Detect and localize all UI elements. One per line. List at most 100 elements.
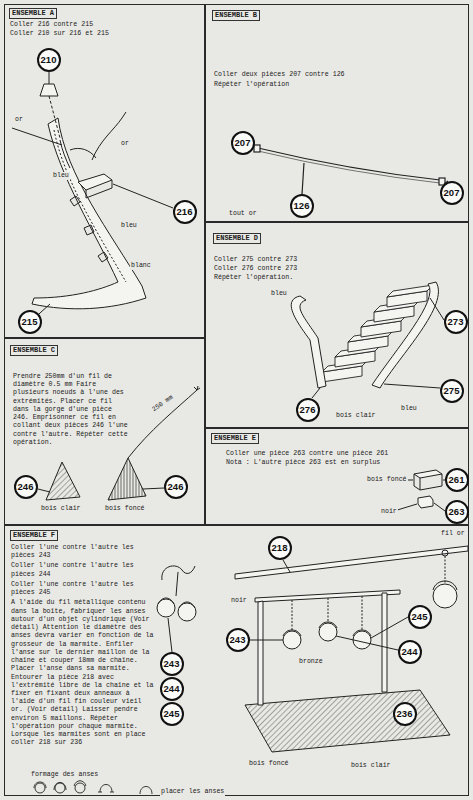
callout-number: 245: [164, 709, 180, 719]
panel-heading: ENSEMBLE C: [10, 345, 58, 356]
callout-circle: 236: [393, 702, 417, 726]
callout-circle: 243: [160, 652, 184, 676]
part-210-drawing: [92, 112, 126, 160]
color-note: 250 mm: [150, 393, 176, 414]
leader-line: [371, 617, 408, 638]
callout-circle: 273: [444, 310, 468, 334]
part-210-drawing: [40, 84, 58, 96]
part-263-drawing: [418, 496, 433, 508]
handle-forming-drawing: [75, 783, 85, 793]
instruction-text: Nota : L'autre pièce 263 est en surplus: [226, 459, 456, 467]
pot: [319, 623, 337, 641]
assembly-panel: ENSEMBLE DColler 275 contre 273Coller 27…: [205, 222, 469, 428]
callout-circle: 246: [164, 475, 188, 499]
callout-number: 246: [18, 482, 34, 492]
color-note: fil or: [440, 530, 466, 538]
callout-number: 245: [412, 612, 428, 622]
instruction-text: Coller deux pièces 207 contre 126: [214, 71, 464, 79]
assembly-panel: ENSEMBLE F Coller l'une contre l'autre le…: [4, 525, 469, 796]
part-276-drawing: [291, 296, 326, 388]
assembly-panel: ENSEMBLE AColler 216 contre 215Coller 21…: [4, 4, 205, 338]
panel-heading: ENSEMBLE F: [10, 530, 58, 541]
part-218-drawing: [433, 581, 457, 590]
panel-heading: ENSEMBLE E: [211, 433, 259, 444]
hanging-bar: [255, 590, 400, 602]
leader-line: [302, 163, 304, 194]
color-note: placer les anses: [160, 788, 225, 796]
panel-heading: ENSEMBLE D: [213, 233, 261, 244]
part-126-drawing: [254, 145, 448, 194]
callout-number: 236: [397, 709, 413, 719]
part-275-drawing: [372, 282, 438, 388]
leader-line: [434, 503, 445, 511]
part-216-drawing: [86, 180, 112, 198]
leader-line: [38, 489, 50, 492]
callout-number: 216: [177, 207, 193, 217]
color-note: bois clair: [350, 762, 392, 770]
handle-forming-drawing: [35, 783, 45, 793]
part-261-drawing: [414, 470, 442, 478]
callout-circle: 210: [37, 48, 61, 72]
part-126-drawing: [258, 151, 440, 183]
callout-number: 276: [300, 405, 316, 415]
callout-circle: 261: [445, 468, 469, 492]
leader-line: [312, 388, 320, 398]
wire-line: [128, 390, 197, 458]
callout-circle: 243: [226, 628, 250, 652]
part-215-drawing: [70, 196, 108, 262]
callout-number: 218: [272, 543, 288, 553]
callout-circle: 215: [18, 310, 42, 334]
leader-line: [283, 560, 290, 572]
assembly-panel: ENSEMBLE CPrendre 250mm d'un fil de diam…: [4, 338, 205, 525]
callout-number: 207: [444, 188, 460, 198]
callout-number: 243: [230, 635, 246, 645]
part-273-drawing: [387, 285, 433, 297]
callout-circle: 216: [173, 200, 197, 224]
callout-circle: 126: [290, 194, 314, 218]
callout-circle: 275: [440, 379, 464, 403]
callout-circle: 244: [160, 677, 184, 701]
leader-line: [336, 636, 398, 650]
callout-circle: 244: [398, 640, 422, 664]
callout-circle: 263: [445, 500, 469, 524]
part-246-drawing: [46, 462, 80, 500]
color-note: bronze: [298, 658, 324, 666]
part-126-drawing: [258, 148, 440, 180]
pot-detail-drawing: [158, 598, 195, 608]
color-note: or: [120, 140, 130, 148]
callout-number: 243: [164, 659, 180, 669]
color-note: tout or: [228, 210, 258, 218]
color-note: blanc: [130, 262, 152, 270]
post: [382, 593, 387, 692]
pot-detail-drawing: [157, 566, 196, 652]
part-215-drawing: [60, 140, 70, 168]
part-276-drawing: [291, 296, 326, 398]
callout-number: 207: [235, 138, 251, 148]
part-216-drawing: [78, 174, 173, 208]
part-210-drawing: [12, 72, 126, 160]
stand-drawing: [245, 590, 450, 752]
ring: [442, 550, 448, 556]
post: [258, 601, 263, 705]
callout-circle: 276: [296, 398, 320, 422]
color-note: noir: [380, 508, 398, 516]
part-236-drawing: [245, 690, 450, 752]
color-note: noir: [230, 597, 248, 605]
panel-heading: ENSEMBLE A: [9, 8, 57, 19]
callout-number: 275: [444, 386, 460, 396]
dashed-guide: [49, 96, 60, 138]
callout-number: 261: [449, 475, 465, 485]
instruction-text: Coller l'une contre l'autre les pièces 2…: [11, 562, 156, 578]
color-note: bois foncé: [366, 476, 408, 484]
part-210-drawing: [70, 148, 96, 158]
leader-line: [143, 488, 164, 489]
color-note: bleu: [270, 290, 288, 298]
callout-number: 244: [402, 647, 418, 657]
handle-forming-drawing: [98, 785, 114, 793]
part-207-drawing: [254, 145, 260, 152]
callout-number: 246: [168, 482, 184, 492]
handle-forming-drawing: [54, 783, 66, 791]
arm-line: [12, 128, 62, 145]
handle-forming-drawing: [34, 782, 46, 788]
